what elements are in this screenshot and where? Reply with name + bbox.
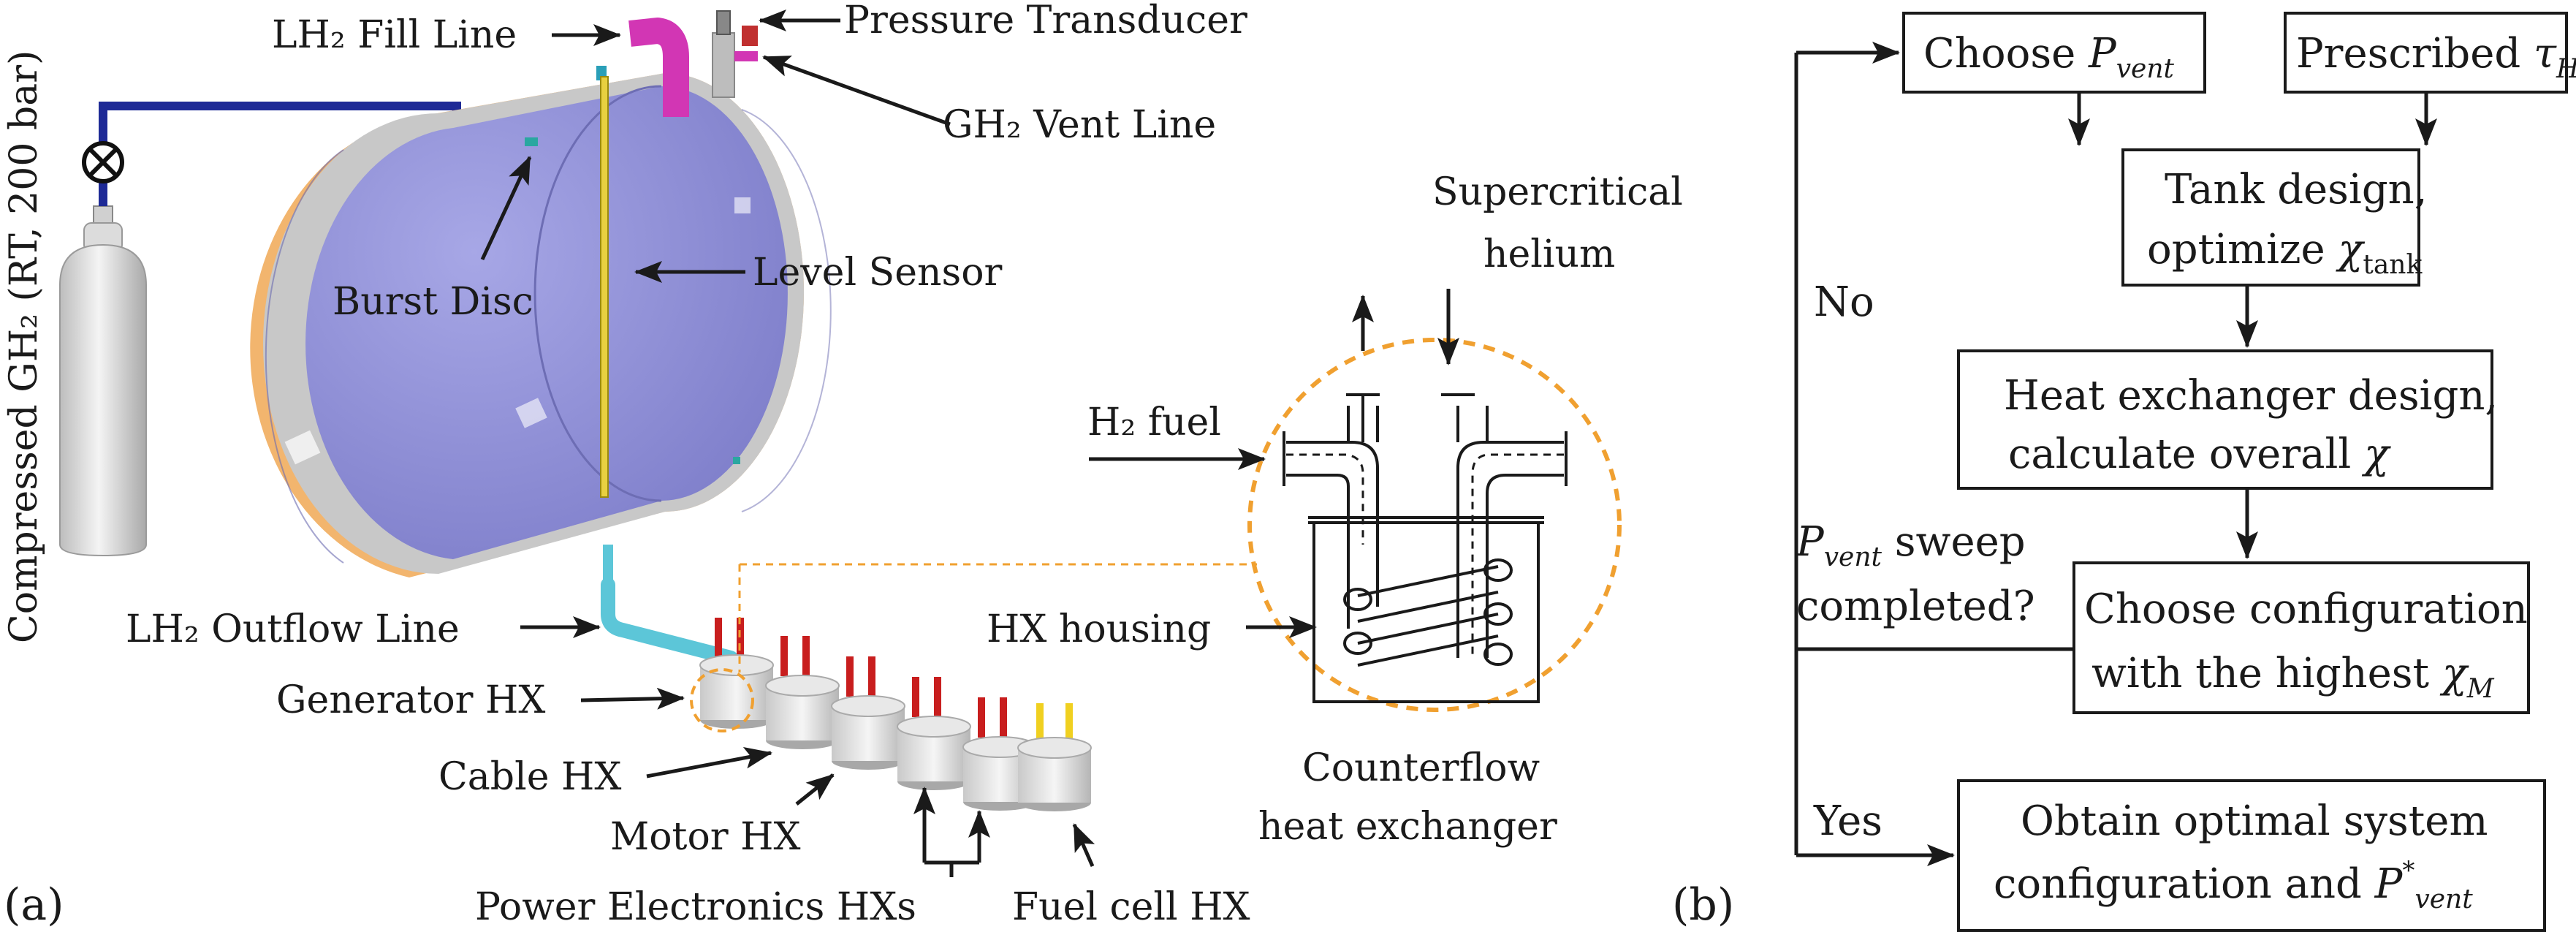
pressure-transducer	[712, 10, 758, 98]
sweep-label-1: Pvent sweep	[1796, 518, 2026, 572]
config-text-1: Choose configuration	[2084, 586, 2528, 633]
yes-label: Yes	[1813, 797, 1882, 845]
final-box	[1957, 779, 2546, 932]
hx-housing-label: HX housing	[987, 607, 1211, 651]
fuel-cell-hx-label: Fuel cell HX	[1012, 885, 1250, 929]
final-text-1: Obtain optimal system	[2021, 797, 2488, 845]
panel-b-label: (b)	[1672, 879, 1734, 931]
panel-b: (b) Choose Pvent Prescribed τH Tank desi…	[1672, 12, 2576, 932]
hx-design-text-2: calculate overall χ	[2008, 431, 2391, 478]
config-text-2: with the highest χM	[2091, 650, 2495, 704]
motor-hx-label: Motor HX	[610, 815, 801, 859]
supercritical-label: Supercritical	[1432, 170, 1683, 214]
burst-disc-label: Burst Disc	[333, 280, 533, 324]
lh2-tank	[250, 73, 886, 577]
level-sensor-label: Level Sensor	[753, 251, 1002, 295]
gas-cylinder-label: Compressed GH₂ (RT, 200 bar)	[2, 50, 46, 643]
heat-exchanger-zoom	[1247, 338, 1622, 712]
tank-design-text-1: Tank design,	[2165, 166, 2428, 213]
prescribed-tau-text: Prescribed τH	[2296, 30, 2576, 84]
counterflow-label: Counterflow	[1302, 746, 1540, 790]
panel-a-arrows	[480, 10, 1459, 877]
cable-hx-label: Cable HX	[438, 755, 621, 799]
hx-design-text-1: Heat exchanger design,	[2004, 372, 2498, 420]
choose-pvent-box	[1902, 12, 2206, 94]
tank-design-box	[2121, 148, 2420, 287]
pressure-transducer-label: Pressure Transducer	[844, 0, 1247, 42]
level-sensor	[596, 66, 609, 498]
generator-hx-label: Generator HX	[276, 678, 545, 722]
zoom-circle	[690, 668, 754, 732]
power-electronics-label: Power Electronics HXs	[475, 885, 916, 929]
final-text-2: configuration and P*vent	[1994, 856, 2473, 914]
heat-exchanger-label: heat exchanger	[1258, 805, 1557, 849]
panel-a-label: (a)	[4, 879, 64, 931]
choose-pvent-text: Choose Pvent	[1923, 30, 2175, 84]
sensor-tip	[733, 457, 740, 464]
flow-arrows	[1794, 42, 2437, 866]
gas-cylinder	[59, 205, 147, 557]
fill-line-label: LH₂ Fill Line	[272, 13, 517, 57]
panel-a: (a) Compressed GH₂ (RT, 200 bar) LH₂ Fil…	[2, 0, 1683, 931]
lh2-fill-line	[628, 18, 689, 117]
hx-design-box	[1957, 349, 2493, 490]
sweep-label-2: completed?	[1796, 583, 2035, 630]
hx-units	[699, 618, 1092, 811]
lh2-outflow-line	[601, 545, 738, 665]
outflow-line-label: LH₂ Outflow Line	[126, 607, 460, 651]
h2-fuel-label: H₂ fuel	[1087, 401, 1221, 444]
tank-design-text-2: optimize χtank	[2147, 226, 2423, 280]
helium-label: helium	[1483, 232, 1615, 276]
valve-icon	[82, 141, 124, 183]
no-label: No	[1814, 279, 1874, 326]
vent-line-label: GH₂ Vent Line	[943, 103, 1216, 147]
config-box	[2072, 561, 2530, 714]
burst-disc	[525, 137, 538, 146]
counterflow-hx-drawing	[1283, 393, 1568, 703]
